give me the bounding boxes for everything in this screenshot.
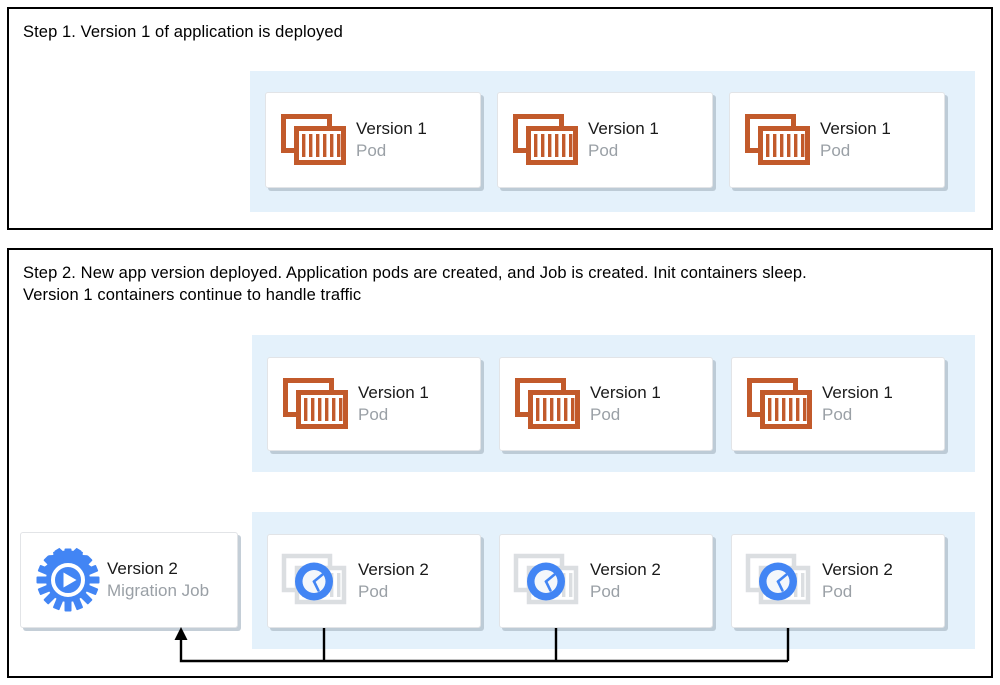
pod-icon xyxy=(278,110,350,170)
card-subtitle: Pod xyxy=(356,141,387,160)
card-subtitle: Pod xyxy=(358,405,389,424)
card-subtitle: Pod xyxy=(820,141,851,160)
card-text: Version 2 Pod xyxy=(590,559,712,603)
card-text: Version 2 Pod xyxy=(822,559,944,603)
card-subtitle: Migration Job xyxy=(107,581,210,600)
card-subtitle: Pod xyxy=(822,405,853,424)
card-text: Version 1 Pod xyxy=(822,382,944,426)
card-subtitle: Pod xyxy=(822,582,853,601)
step-1-title: Step 1. Version 1 of application is depl… xyxy=(23,23,343,41)
clock-icon xyxy=(527,562,565,601)
card-title: Version 1 xyxy=(358,383,429,403)
version-1-pod-card-3[interactable]: Version 1 Pod xyxy=(731,357,945,451)
clock-icon xyxy=(759,562,797,601)
pod-icon xyxy=(742,110,814,170)
version-1-pod-card-2[interactable]: Version 1 Pod xyxy=(497,92,713,188)
version-1-pod-card-2[interactable]: Version 1 Pod xyxy=(499,357,713,451)
card-text: Version 1 Pod xyxy=(588,118,712,162)
card-title: Version 1 xyxy=(356,119,427,139)
card-text: Version 2 Pod xyxy=(358,559,480,603)
card-subtitle: Pod xyxy=(358,582,389,601)
card-text: Version 1 Pod xyxy=(590,382,712,426)
clock-icon xyxy=(295,562,333,601)
card-title: Version 1 xyxy=(822,383,893,403)
card-subtitle: Pod xyxy=(590,582,621,601)
pod-init-icon xyxy=(280,551,352,611)
pod-icon xyxy=(510,110,582,170)
version-1-pod-card-1[interactable]: Version 1 Pod xyxy=(265,92,481,188)
version-2-pod-card-2[interactable]: Version 2 Pod xyxy=(499,534,713,628)
card-title: Version 2 xyxy=(822,560,893,580)
version-2-pod-card-3[interactable]: Version 2 Pod xyxy=(731,534,945,628)
version-1-pod-card-1[interactable]: Version 1 Pod xyxy=(267,357,481,451)
card-title: Version 1 xyxy=(588,119,659,139)
card-title: Version 2 xyxy=(107,559,178,579)
card-text: Version 2 Migration Job xyxy=(107,558,237,602)
version-2-migration-job-card[interactable]: Version 2 Migration Job xyxy=(20,532,238,628)
card-subtitle: Pod xyxy=(590,405,621,424)
card-subtitle: Pod xyxy=(588,141,619,160)
version-2-pod-card-1[interactable]: Version 2 Pod xyxy=(267,534,481,628)
card-title: Version 1 xyxy=(590,383,661,403)
card-title: Version 1 xyxy=(820,119,891,139)
card-text: Version 1 Pod xyxy=(820,118,944,162)
version-1-pod-card-3[interactable]: Version 1 Pod xyxy=(729,92,945,188)
pod-icon xyxy=(744,374,816,434)
pod-icon xyxy=(512,374,584,434)
migration-job-icon xyxy=(31,547,105,612)
step-2-title: Step 2. New app version deployed. Applic… xyxy=(23,264,807,304)
pod-init-icon xyxy=(512,551,584,611)
card-text: Version 1 Pod xyxy=(356,118,480,162)
pod-init-icon xyxy=(744,551,816,611)
card-title: Version 2 xyxy=(590,560,661,580)
card-text: Version 1 Pod xyxy=(358,382,480,426)
pod-icon xyxy=(280,374,352,434)
card-title: Version 2 xyxy=(358,560,429,580)
